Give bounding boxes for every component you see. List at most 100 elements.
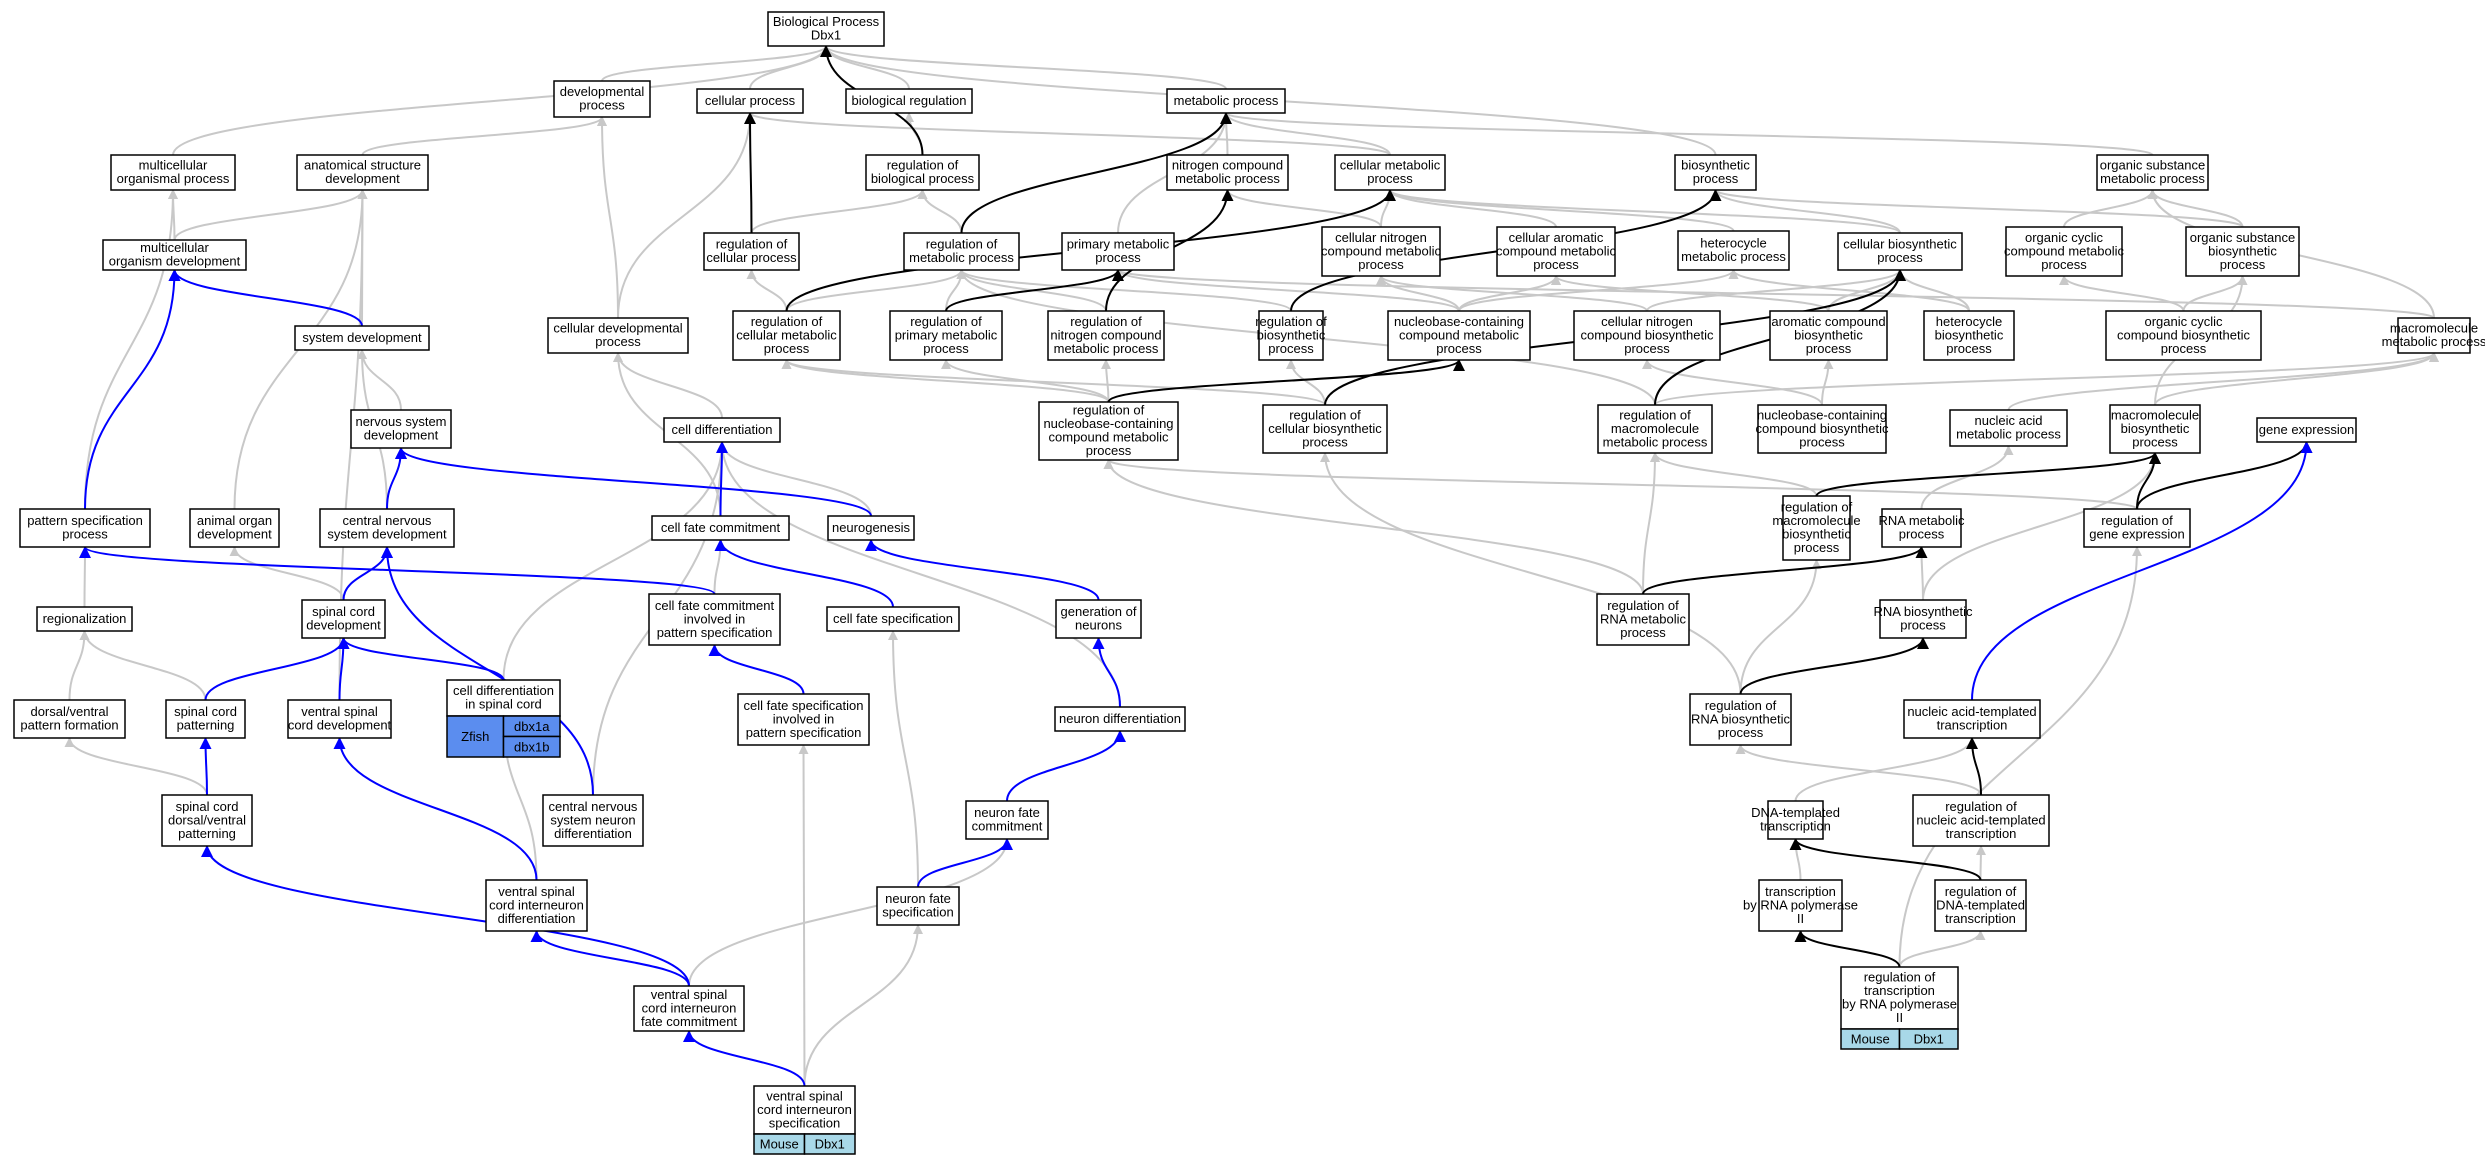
go-term-neurog[interactable]: neurogenesis <box>827 515 915 541</box>
gene-cell[interactable] <box>502 735 561 758</box>
term-label-line: nucleobase-containing <box>1043 416 1173 431</box>
term-label-line: regulation of <box>1945 799 2017 814</box>
term-label-line: system neuron <box>550 812 635 827</box>
edge-rnatt-to-natt <box>1966 737 1982 796</box>
species-label: Mouse <box>760 1137 799 1152</box>
edge-asd-to-dev <box>361 116 607 156</box>
edge-cd-to-cdp <box>613 352 723 419</box>
edge-rmp-to-mp <box>960 112 1232 234</box>
gene-cell[interactable] <box>1898 1028 1959 1050</box>
go-term-cp[interactable]: cellular process <box>696 88 804 114</box>
term-box <box>1597 404 1713 454</box>
go-term-breg[interactable]: biological regulation <box>845 88 973 114</box>
term-label-line: pattern specification <box>27 513 143 528</box>
go-term-reg[interactable]: regionalization <box>36 606 133 632</box>
go-term-sd[interactable]: system development <box>294 325 430 351</box>
term-box <box>1038 401 1179 461</box>
go-term-ge[interactable]: gene expression <box>2256 417 2357 443</box>
edge-mmp-to-pmp <box>1113 269 2435 319</box>
go-term-rnbccmp[interactable]: regulation ofnucleobase-containingcompou… <box>1038 401 1179 461</box>
go-term-mp[interactable]: metabolic process <box>1166 88 1286 114</box>
term-label-line: regulation of <box>1255 314 1327 329</box>
edge-cncbp-to-cbp <box>1646 269 1905 312</box>
term-label-line: cellular nitrogen <box>1335 230 1427 245</box>
go-term-cfs[interactable]: cell fate specification <box>826 606 960 632</box>
term-label-line: multicellular <box>139 158 208 173</box>
go-term-cd[interactable]: cell differentiation <box>663 417 781 443</box>
term-label-line: cell fate specification <box>833 611 953 626</box>
gene-cell[interactable] <box>803 1133 856 1155</box>
term-label-line: specification <box>769 1115 841 1130</box>
go-term-rmbp[interactable]: regulation ofmacromoleculebiosyntheticpr… <box>1772 495 1861 561</box>
edge-rcbp-to-rbsp <box>1286 359 1326 406</box>
go-term-cfc[interactable]: cell fate commitment <box>651 515 790 541</box>
go-term-nd[interactable]: neuron differentiation <box>1054 706 1186 732</box>
